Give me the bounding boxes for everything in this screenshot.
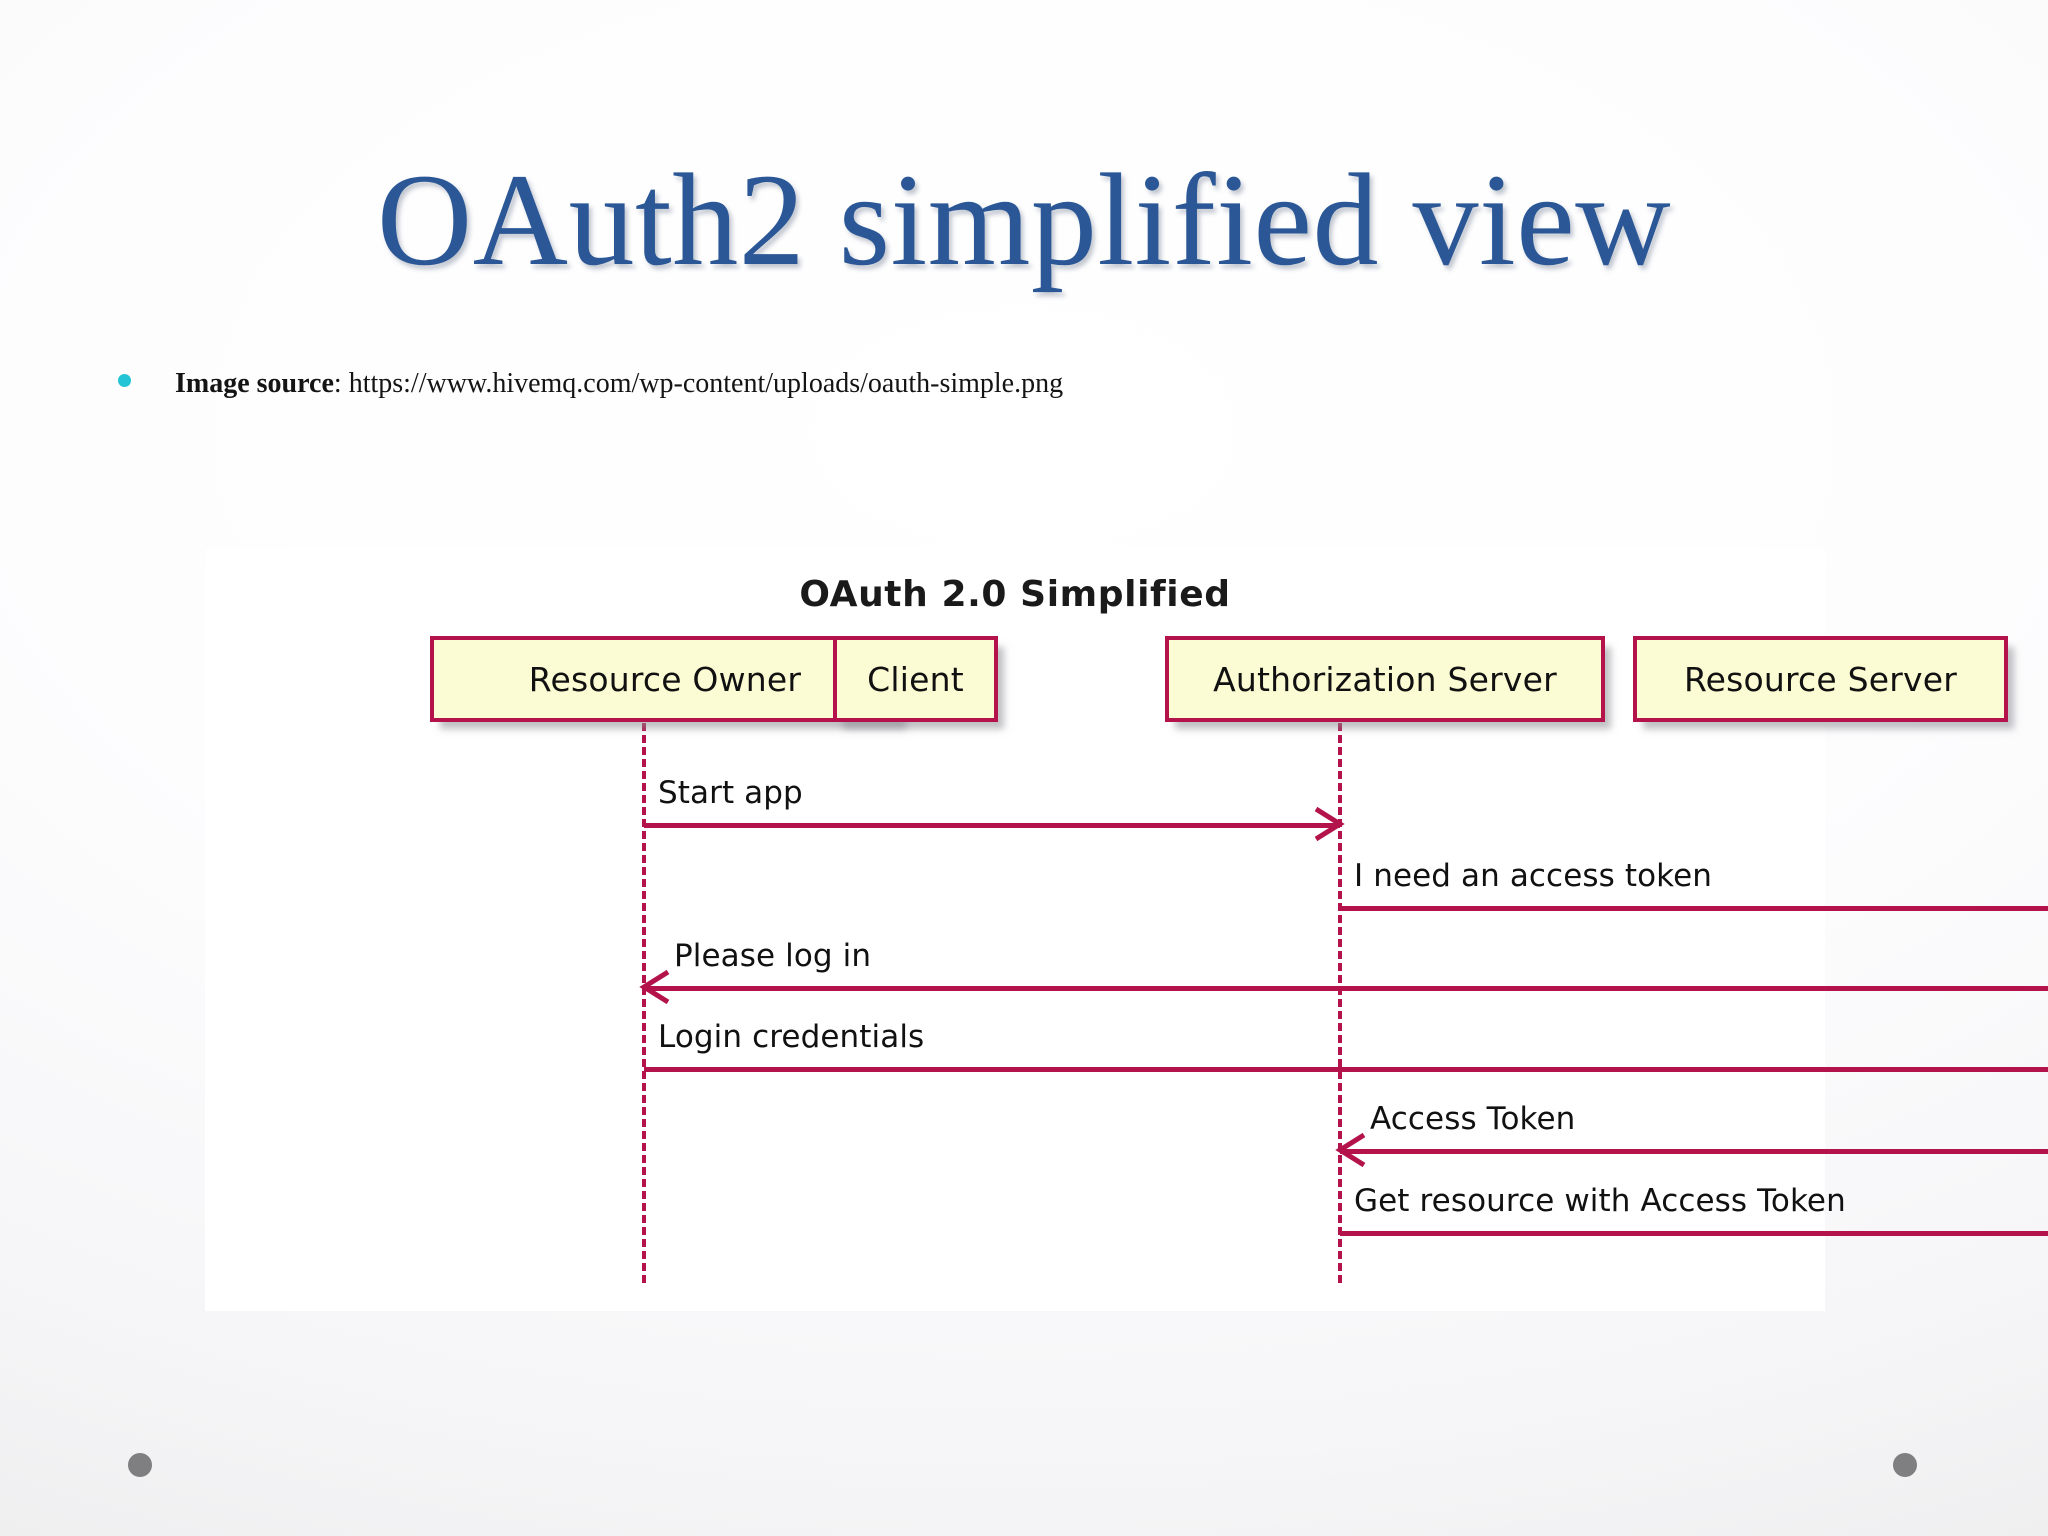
message-arrow-1 [644, 823, 1340, 828]
participant-label-client: Client [867, 659, 964, 699]
participant-label-resource-owner: Resource Owner [528, 659, 802, 699]
message-label-4: Login credentials [658, 1019, 925, 1055]
image-source-url: https://www.hivemq.com/wp-content/upload… [348, 368, 1064, 399]
image-source-label: Image source [175, 368, 334, 399]
participant-box-resource-owner: Resource Owner [430, 636, 900, 722]
image-source-text: Image source: https://www.hivemq.com/wp-… [175, 368, 1063, 400]
bullet-dot-icon [118, 374, 131, 387]
message-arrow-2 [1340, 906, 2048, 911]
decorative-dot-right [1893, 1453, 1917, 1477]
diagram-title: OAuth 2.0 Simplified [799, 574, 1231, 615]
participant-box-client: Client [833, 636, 998, 722]
participant-box-authorization-server: Authorization Server [1165, 636, 1605, 722]
bullet-list-item: Image source: https://www.hivemq.com/wp-… [118, 368, 1063, 400]
message-arrow-6 [1340, 1231, 2048, 1236]
participant-label-authorization-server: Authorization Server [1213, 659, 1557, 699]
message-arrow-3 [644, 986, 2048, 991]
message-label-3: Please log in [674, 938, 872, 974]
message-label-1: Start app [658, 775, 803, 811]
message-label-2: I need an access token [1354, 858, 1713, 894]
message-arrow-4 [644, 1067, 2048, 1072]
participant-box-resource-server: Resource Server [1633, 636, 2008, 722]
message-arrow-5 [1340, 1149, 2048, 1154]
lifeline-resource-owner [642, 723, 646, 1283]
page-title: OAuth2 simplified view [376, 146, 1672, 293]
lifeline-client [1338, 723, 1342, 1283]
image-source-separator: : [333, 368, 349, 399]
decorative-dot-left [128, 1453, 152, 1477]
participant-label-resource-server: Resource Server [1683, 659, 1958, 699]
message-label-6: Get resource with Access Token [1354, 1183, 1846, 1219]
message-label-5: Access Token [1370, 1101, 1576, 1137]
oauth-sequence-diagram-image: OAuth 2.0 Simplified Resource Owner Clien… [205, 549, 2048, 1311]
